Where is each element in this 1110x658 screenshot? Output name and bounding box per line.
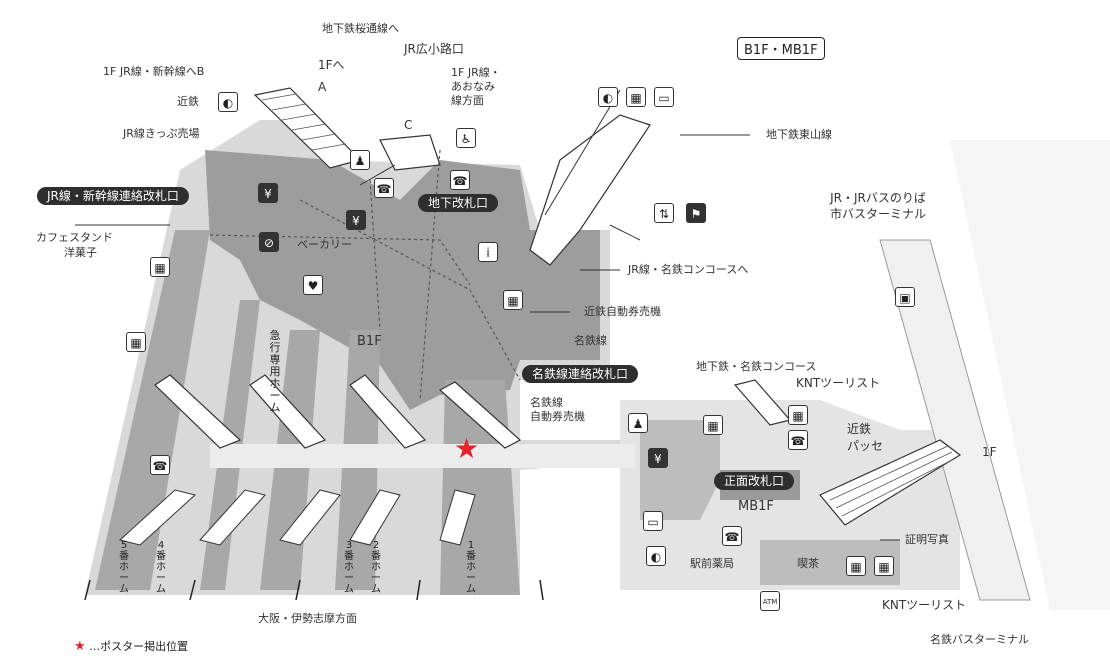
cafe-stand-label: カフェスタンド xyxy=(36,231,113,244)
mb1f-area xyxy=(620,400,960,590)
phone-icon-4: ☎ xyxy=(788,430,808,450)
yen-exchange-icon-3: ¥ xyxy=(648,448,668,468)
phone-icon-2: ☎ xyxy=(450,170,470,190)
meitetsu-transfer-gate: 名鉄線連絡改札口 xyxy=(522,365,639,383)
poster-location-star: ★ xyxy=(454,432,479,465)
platform-5-label: 5番ホーム xyxy=(119,540,129,595)
info-icon: i xyxy=(478,242,498,262)
main-walkway xyxy=(210,444,635,468)
path-lines xyxy=(209,149,521,401)
elevator-icon: ⇅ xyxy=(654,203,674,223)
ticket-icon-top: ◐ xyxy=(598,87,618,107)
kintetsu-ticket-machine-label: 近鉄自動券売機 xyxy=(584,305,661,318)
jr-shinkansen-transfer-gate: JR線・新幹線連絡改札口 xyxy=(37,187,189,205)
jr-meitetsu-concourse-label: JR線・名鉄コンコースへ xyxy=(628,263,749,276)
restroom-icon-2: ♟ xyxy=(628,413,648,433)
taxi-icon: ▣ xyxy=(895,287,915,307)
flag-icon: ⚑ xyxy=(686,203,706,223)
exit-a-label: A xyxy=(318,80,327,94)
meitetsu-ticket-machine-label: 名鉄線 自動券売機 xyxy=(530,396,585,423)
locker-icon-2: ▦ xyxy=(126,332,146,352)
atm-icon: ATM xyxy=(760,591,780,611)
leader-lines xyxy=(75,89,900,541)
subway-gate: 地下改札口 xyxy=(418,194,499,212)
subway-sakuradori-label: 地下鉄桜通線へ xyxy=(322,22,399,35)
to-1f-jr-shinkansen-label: 1F JR線・新幹線へB xyxy=(103,65,205,78)
photo-booth-icon: ▦ xyxy=(846,556,866,576)
bakery-icon: ♥ xyxy=(303,275,323,295)
platform-1-label: 1番ホーム xyxy=(466,540,476,595)
ticket-icon-bottom: ◐ xyxy=(646,546,666,566)
higashiyama-line-label: 地下鉄東山線 xyxy=(766,128,832,141)
ticket-machine-icon: ▭ xyxy=(643,511,663,531)
platform-stairs xyxy=(118,489,476,546)
meitetsu-bus-terminal-label: 名鉄バスターミナル xyxy=(930,633,1029,646)
phone-icon-3: ☎ xyxy=(150,455,170,475)
mb1f-label: MB1F xyxy=(738,499,774,514)
pharmacy-label: 駅前薬局 xyxy=(690,557,734,570)
legend-star-icon: ★ xyxy=(74,639,86,654)
yen-exchange-icon: ¥ xyxy=(258,183,278,203)
jr-aonami-label: 1F JR線・ あおなみ 線方面 xyxy=(451,66,501,107)
b1f-label: B1F xyxy=(357,334,382,349)
osaka-ise-direction-label: 大阪・伊勢志摩方面 xyxy=(258,612,357,625)
knt-tourist-top-label: KNTツーリスト xyxy=(796,376,881,390)
locker-icon-3: ▦ xyxy=(503,290,523,310)
track-arrows xyxy=(84,579,544,601)
kintetsu-label: 近鉄 xyxy=(177,95,199,108)
yen-exchange-icon-2: ¥ xyxy=(346,210,366,230)
kintetsu-ticket-icon: ◐ xyxy=(218,92,238,112)
legend: ★ …ポスター掲出位置 xyxy=(74,638,188,654)
restroom-icon: ♟ xyxy=(350,150,370,170)
bus-terminal-strips xyxy=(879,140,1110,610)
express-platform-label: 急行専用ホーム xyxy=(269,329,281,414)
escalator-steps xyxy=(261,93,957,517)
floor-badge: B1F・MB1F xyxy=(737,37,825,60)
no-entry-icon: ⊘ xyxy=(259,232,279,252)
locker-icon: ▦ xyxy=(150,257,170,277)
id-photo-label: 証明写真 xyxy=(905,533,949,546)
jr-bus-stop-label: JR・JRバスのりば 市バスターミナル xyxy=(830,191,927,221)
floor-1f-label: 1F xyxy=(982,445,997,459)
locker-icon-5: ▦ xyxy=(788,405,808,425)
meitetsu-line-label: 名鉄線 xyxy=(574,334,607,347)
photo-booth-icon-2: ▦ xyxy=(874,556,894,576)
locker-icon-4: ▦ xyxy=(703,415,723,435)
platform-4-label: 4番ホーム xyxy=(156,540,166,595)
to-1f-label: 1Fへ xyxy=(318,58,345,72)
knt-tourist-bottom-label: KNTツーリスト xyxy=(882,598,967,612)
western-sweets-label: 洋菓子 xyxy=(64,246,97,259)
exit-c-label: C xyxy=(404,118,413,132)
wheelchair-icon: ♿ xyxy=(456,128,476,148)
subway-meitetsu-concourse-label: 地下鉄・名鉄コンコース xyxy=(696,360,817,373)
jr-ticket-office-label: JR線きっぷ売場 xyxy=(123,127,200,140)
phone-icon-5: ☎ xyxy=(722,526,742,546)
atm-icon-top: ▭ xyxy=(654,87,674,107)
main-gate: 正面改札口 xyxy=(714,472,795,490)
phone-icon: ☎ xyxy=(374,178,394,198)
legend-text: …ポスター掲出位置 xyxy=(89,640,189,653)
locker-icon-top: ▦ xyxy=(626,87,646,107)
platform-2-label: 2番ホーム xyxy=(371,540,381,595)
kintetsu-passe-label: 近鉄 パッセ xyxy=(847,422,884,453)
jr-hirokoji-label: JR広小路口 xyxy=(404,42,464,56)
cafe-label: 喫茶 xyxy=(797,557,819,570)
platform-3-label: 3番ホーム xyxy=(344,540,354,595)
bakery-label: ベーカリー xyxy=(297,238,352,251)
